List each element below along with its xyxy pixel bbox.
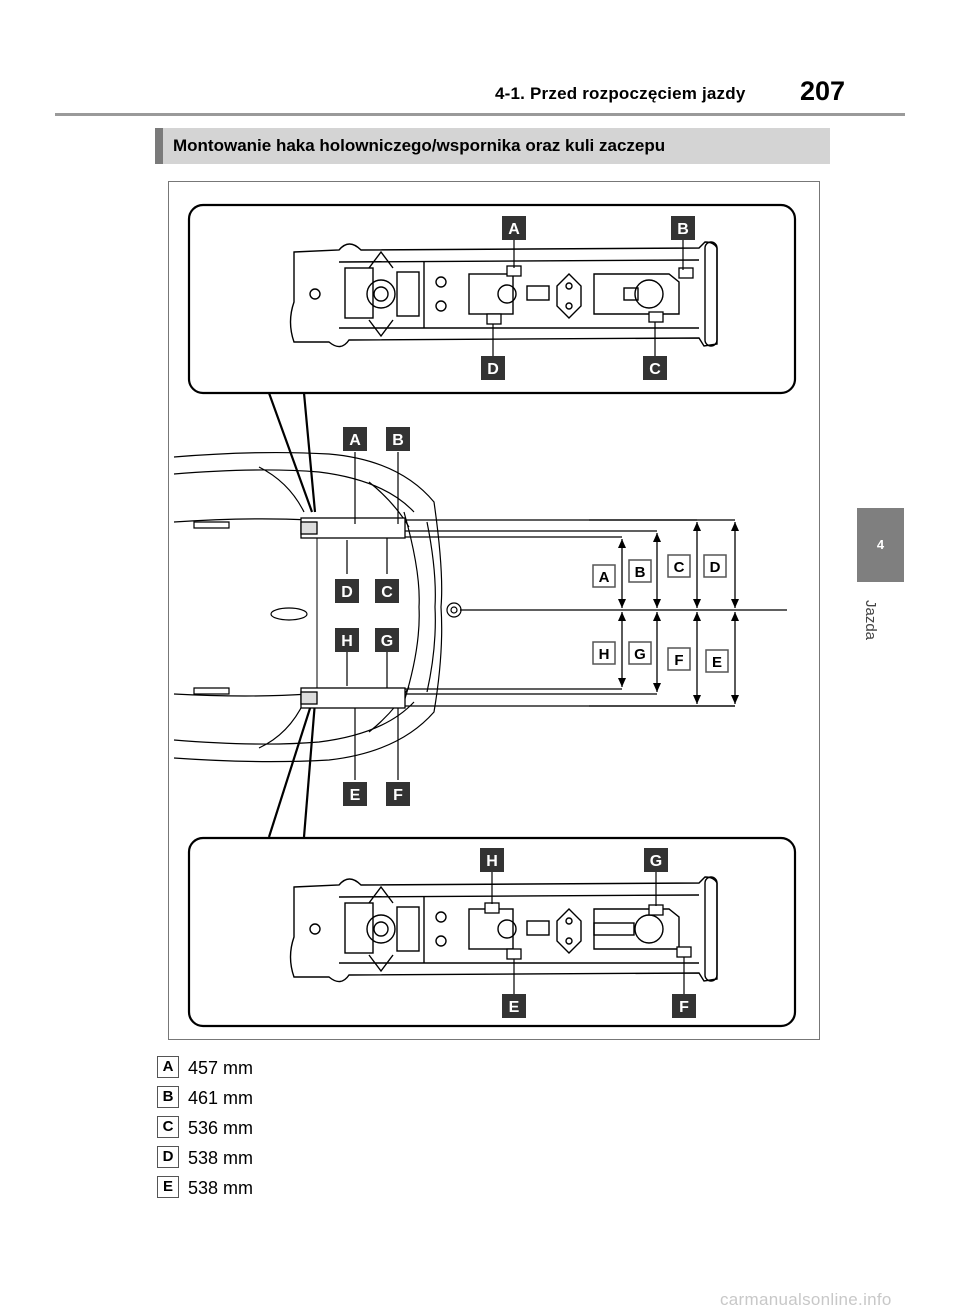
svg-text:D: D (710, 559, 721, 576)
legend-key: C (157, 1116, 179, 1138)
section-title: Montowanie haka holowniczego/wspornika o… (155, 128, 830, 164)
callout-car-f: F (386, 782, 410, 806)
callout-car-b: B (386, 427, 410, 451)
dimension-label-f: F (667, 647, 691, 671)
svg-text:A: A (349, 432, 361, 449)
svg-text:C: C (649, 361, 661, 378)
callout-labels: A B C D A B C D E F G H A B C D E F G H … (335, 216, 729, 1018)
section-header-title: 4-1. Przed rozpoczęciem jazdy (495, 84, 746, 103)
dimension-label-b: B (628, 559, 652, 583)
svg-text:D: D (341, 584, 353, 601)
legend-key: B (157, 1086, 179, 1108)
svg-text:A: A (508, 221, 520, 238)
legend-key: D (157, 1146, 179, 1168)
car-rear-outline (173, 451, 443, 763)
callout-car-g: G (375, 628, 399, 652)
dimension-label-d: D (703, 554, 727, 578)
callout-car-c: C (375, 579, 399, 603)
svg-text:F: F (393, 787, 403, 804)
callout-bottom-h: H (480, 848, 504, 872)
callout-top-a: A (502, 216, 526, 240)
svg-text:H: H (486, 853, 498, 870)
svg-text:B: B (635, 564, 646, 581)
svg-text:B: B (677, 221, 689, 238)
callout-bottom-g: G (644, 848, 668, 872)
legend-value: 461 mm (188, 1088, 254, 1108)
callout-bottom-f: F (672, 994, 696, 1018)
callout-top-c: C (643, 356, 667, 380)
callout-car-d: D (335, 579, 359, 603)
chapter-tab[interactable]: 4 (857, 508, 904, 582)
top-crossmember-drawing (289, 241, 718, 348)
svg-text:B: B (392, 432, 404, 449)
header-divider (55, 113, 905, 116)
svg-text:G: G (381, 633, 393, 650)
dimension-arrows (621, 522, 736, 704)
svg-text:E: E (509, 999, 520, 1016)
chapter-tab-label: Jazda (862, 600, 879, 641)
svg-text:E: E (712, 654, 722, 671)
car-mount-bars (300, 517, 406, 709)
svg-text:D: D (487, 361, 499, 378)
legend-key: E (157, 1176, 179, 1198)
svg-text:F: F (674, 652, 683, 669)
dimension-label-e: E (705, 649, 729, 673)
svg-text:C: C (381, 584, 393, 601)
callout-top-d: D (481, 356, 505, 380)
svg-text:C: C (674, 559, 685, 576)
towbar-diagram-svg: A B C D A B C D E F G H A B C D E F G H … (173, 203, 797, 1028)
callout-car-h: H (335, 628, 359, 652)
callout-bottom-e: E (502, 994, 526, 1018)
legend-key: A (157, 1056, 179, 1078)
callout-top-b: B (671, 216, 695, 240)
legend-value: 538 mm (188, 1148, 254, 1168)
dimension-label-a: A (592, 564, 616, 588)
svg-text:F: F (679, 999, 689, 1016)
page-number: 207 (800, 76, 846, 106)
legend-value: 538 mm (188, 1178, 254, 1198)
legend-value: 536 mm (188, 1118, 254, 1138)
callout-car-e: E (343, 782, 367, 806)
dimension-label-c: C (667, 554, 691, 578)
svg-text:H: H (341, 633, 353, 650)
dimension-label-h: H (592, 641, 616, 665)
bottom-detail-panel (187, 836, 797, 1028)
svg-text:G: G (650, 853, 662, 870)
svg-text:E: E (350, 787, 361, 804)
watermark[interactable]: carmanualsonline.info (720, 1290, 892, 1309)
callout-car-a: A (343, 427, 367, 451)
svg-text:G: G (634, 646, 646, 663)
legend-value: 457 mm (188, 1058, 254, 1078)
dimension-label-g: G (628, 641, 652, 665)
towbar-mounting-diagram: A B C D A B C D E F G H A B C D E F G H … (168, 181, 820, 1040)
svg-text:H: H (599, 646, 610, 663)
svg-text:A: A (599, 569, 610, 586)
